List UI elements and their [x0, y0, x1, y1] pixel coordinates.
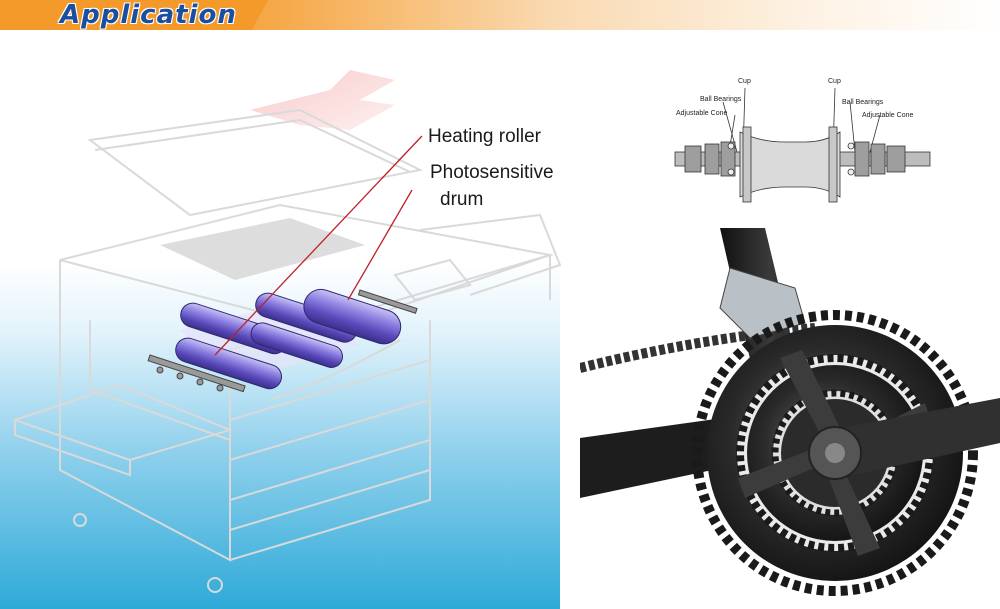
cup-label-left: Cup	[738, 78, 751, 85]
section-header: Application	[0, 0, 1000, 34]
photosensitive-drum-label-line1: Photosensitive	[430, 162, 554, 183]
ball-bearings-label-right: Ball Bearings	[842, 99, 884, 106]
ball-bearings-label-left: Ball Bearings	[700, 96, 742, 103]
heating-roller-label: Heating roller	[428, 126, 541, 147]
copier-illustration	[11, 70, 562, 593]
section-title: Application	[60, 0, 237, 30]
cup-label-right: Cup	[828, 78, 841, 85]
adjustable-cone-label-left: Adjustable Cone	[676, 110, 728, 117]
header-tab	[0, 0, 268, 30]
adjustable-cone-label-right: Adjustable Cone	[862, 112, 914, 119]
bicycle-hub-diagram	[674, 87, 931, 203]
photosensitive-drum-label-line2: drum	[440, 189, 484, 210]
bicycle-crankset-photo	[580, 228, 1000, 596]
